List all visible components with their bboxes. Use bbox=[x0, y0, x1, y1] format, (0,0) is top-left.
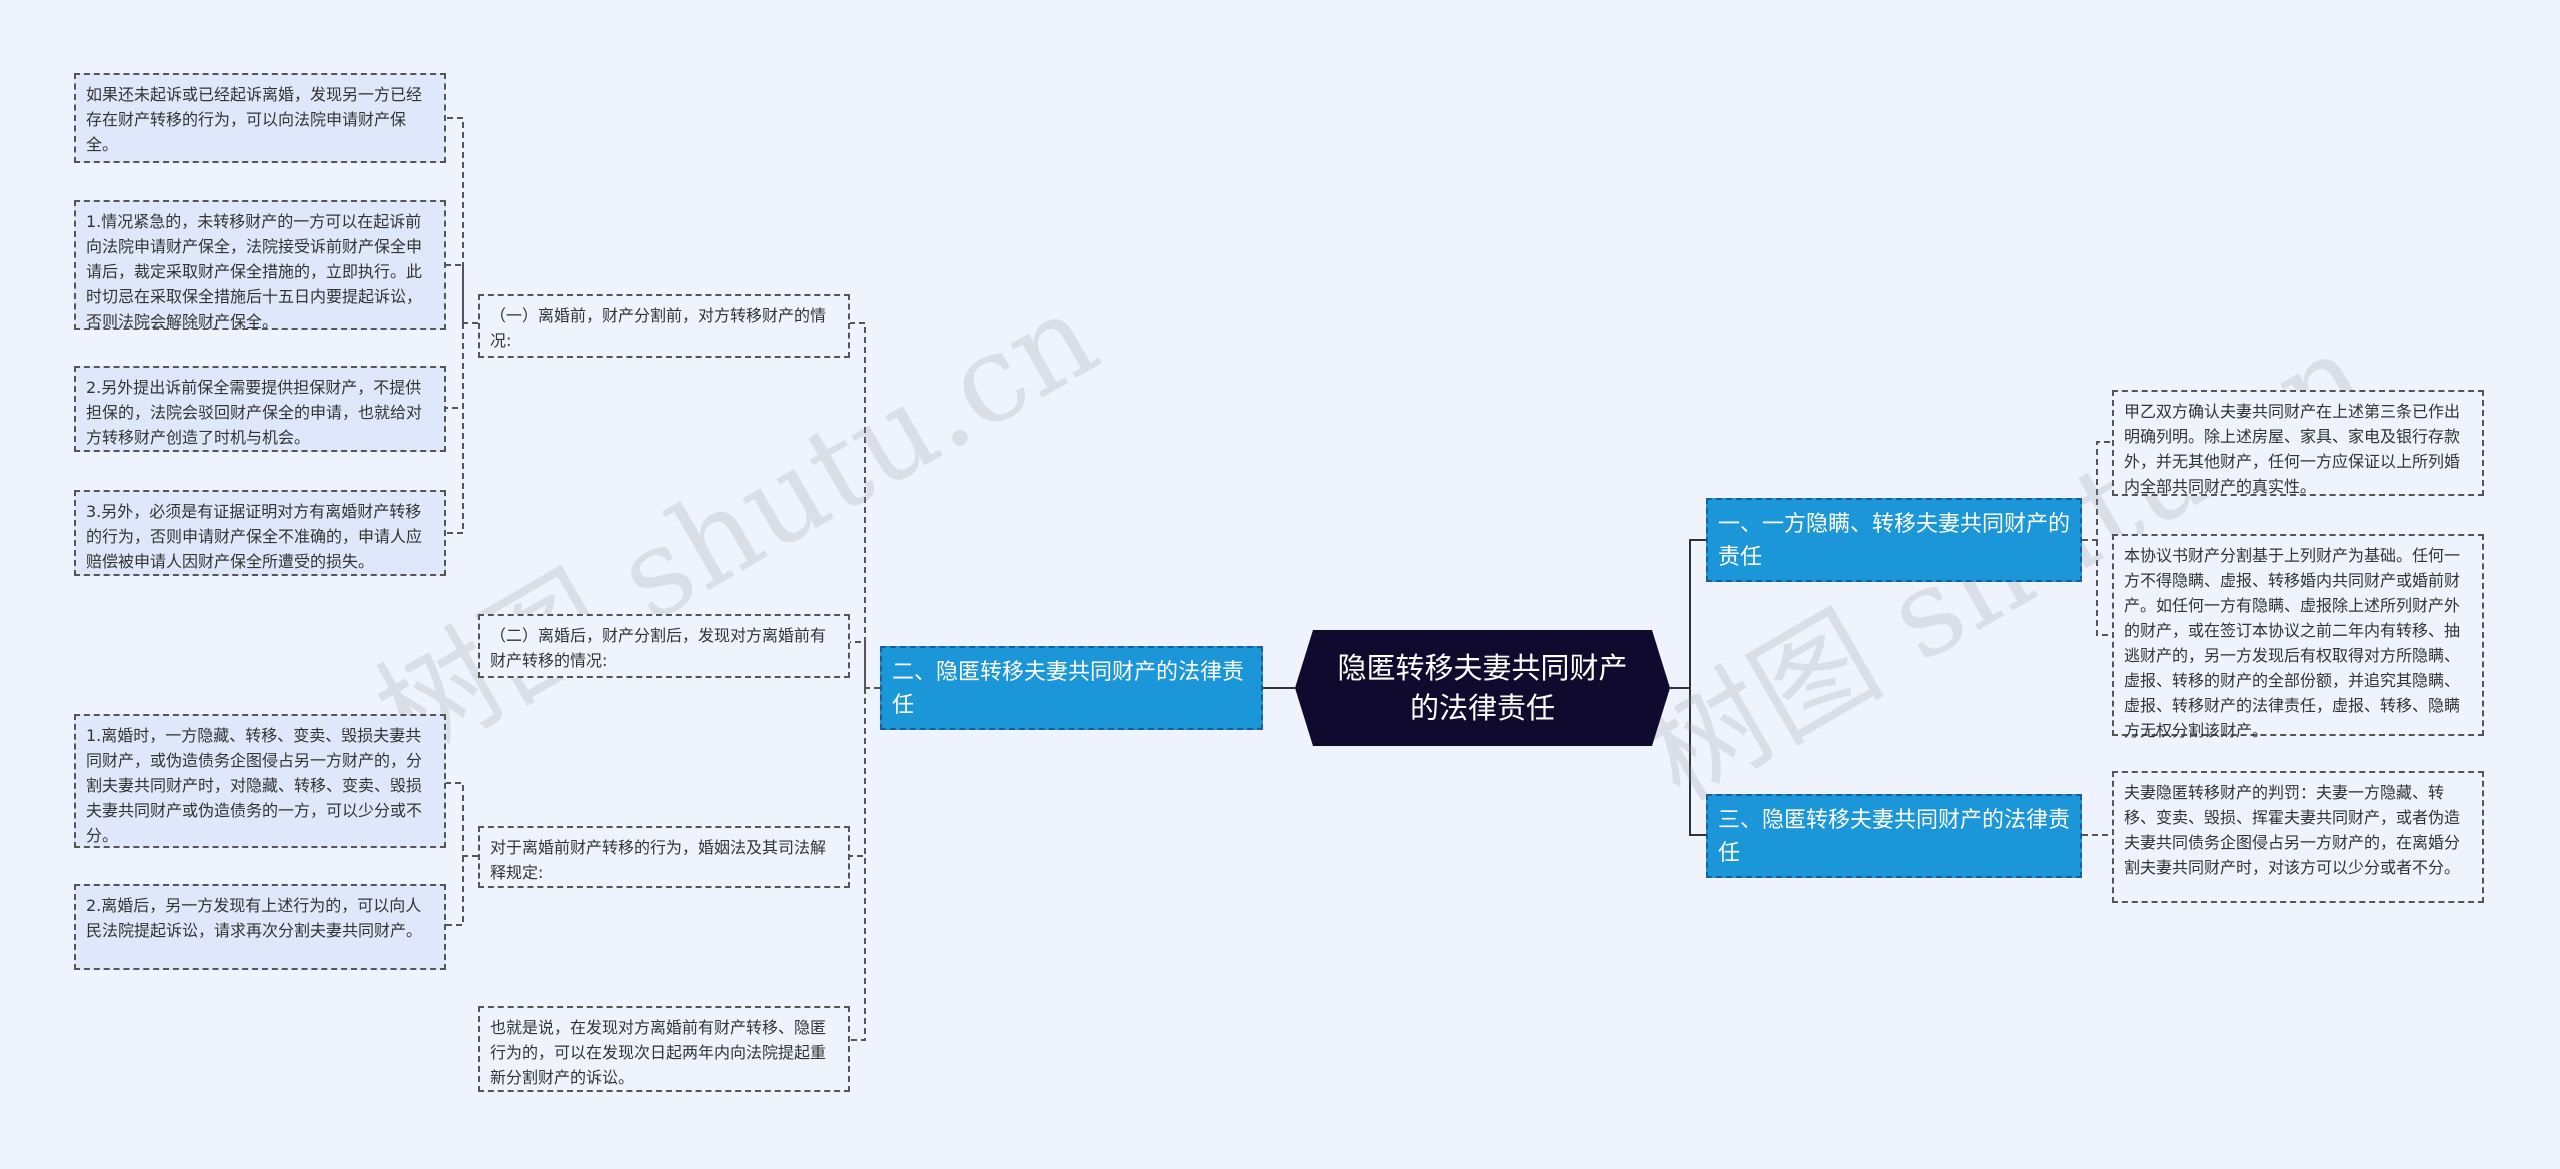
leaf-text: 1.情况紧急的，未转移财产的一方可以在起诉前向法院申请财产保全，法院接受诉前财产… bbox=[86, 212, 423, 331]
sub-after-divorce[interactable]: （二）离婚后，财产分割后，发现对方离婚前有财产转移的情况: bbox=[478, 614, 850, 678]
leaf-text: 甲乙双方确认夫妻共同财产在上述第三条已作出明确列明。除上述房屋、家具、家电及银行… bbox=[2124, 402, 2461, 496]
sub-text: 对于离婚前财产转移的行为，婚姻法及其司法解释规定: bbox=[490, 838, 827, 882]
leaf-guarantee-requirement[interactable]: 2.另外提出诉前保全需要提供担保财产，不提供担保的，法院会驳回财产保全的申请，也… bbox=[74, 366, 446, 452]
leaf-text: 3.另外，必须是有证据证明对方有离婚财产转移的行为，否则申请财产保全不准确的，申… bbox=[86, 502, 423, 571]
sub-text: （一）离婚前，财产分割前，对方转移财产的情况: bbox=[490, 306, 827, 350]
leaf-agreement-clause[interactable]: 本协议书财产分割基于上列财产为基础。任何一方不得隐瞒、虚报、转移婚内共同财产或婚… bbox=[2112, 534, 2484, 740]
leaf-urgent-preservation[interactable]: 1.情况紧急的，未转移财产的一方可以在起诉前向法院申请财产保全，法院接受诉前财产… bbox=[74, 200, 446, 331]
leaf-text: 如果还未起诉或已经起诉离婚，发现另一方已经存在财产转移的行为，可以向法院申请财产… bbox=[86, 85, 423, 154]
branch-label: 一、一方隐瞒、转移夫妻共同财产的责任 bbox=[1718, 512, 2071, 570]
branch-legal-liability-left[interactable]: 二、隐匿转移夫妻共同财产的法律责任 bbox=[880, 646, 1263, 730]
root-topic-label: 隐匿转移夫妻共同财产的法律责任 bbox=[1337, 651, 1628, 725]
leaf-evidence-requirement[interactable]: 3.另外，必须是有证据证明对方有离婚财产转移的行为，否则申请财产保全不准确的，申… bbox=[74, 490, 446, 576]
sub-text: （二）离婚后，财产分割后，发现对方离婚前有财产转移的情况: bbox=[490, 626, 827, 670]
leaf-text: 夫妻隐匿转移财产的判罚：夫妻一方隐藏、转移、变卖、毁损、挥霍夫妻共同财产，或者伪… bbox=[2124, 783, 2461, 877]
sub-two-year-limit[interactable]: 也就是说，在发现对方离婚前有财产转移、隐匿行为的，可以在发现次日起两年内向法院提… bbox=[478, 1006, 850, 1092]
sub-before-divorce[interactable]: （一）离婚前，财产分割前，对方转移财产的情况: bbox=[478, 294, 850, 358]
branch-label: 二、隐匿转移夫妻共同财产的法律责任 bbox=[892, 660, 1245, 718]
branch-label: 三、隐匿转移夫妻共同财产的法律责任 bbox=[1718, 808, 2071, 866]
branch-legal-liability-right[interactable]: 三、隐匿转移夫妻共同财产的法律责任 bbox=[1706, 794, 2082, 878]
leaf-text: 2.另外提出诉前保全需要提供担保财产，不提供担保的，法院会驳回财产保全的申请，也… bbox=[86, 378, 423, 447]
root-topic[interactable]: 隐匿转移夫妻共同财产的法律责任 bbox=[1295, 630, 1670, 746]
branch-concealment-responsibility[interactable]: 一、一方隐瞒、转移夫妻共同财产的责任 bbox=[1706, 498, 2082, 582]
leaf-text: 2.离婚后，另一方发现有上述行为的，可以向人民法院提起诉讼，请求再次分割夫妻共同… bbox=[86, 896, 423, 940]
leaf-divorce-division[interactable]: 1.离婚时，一方隐藏、转移、变卖、毁损夫妻共同财产，或伪造债务企图侵占另一方财产… bbox=[74, 714, 446, 848]
leaf-text: 1.离婚时，一方隐藏、转移、变卖、毁损夫妻共同财产，或伪造债务企图侵占另一方财产… bbox=[86, 726, 423, 845]
sub-legal-interpretation[interactable]: 对于离婚前财产转移的行为，婚姻法及其司法解释规定: bbox=[478, 826, 850, 888]
leaf-post-divorce-lawsuit[interactable]: 2.离婚后，另一方发现有上述行为的，可以向人民法院提起诉讼，请求再次分割夫妻共同… bbox=[74, 884, 446, 970]
leaf-penalty[interactable]: 夫妻隐匿转移财产的判罚：夫妻一方隐藏、转移、变卖、毁损、挥霍夫妻共同财产，或者伪… bbox=[2112, 771, 2484, 903]
leaf-property-preservation[interactable]: 如果还未起诉或已经起诉离婚，发现另一方已经存在财产转移的行为，可以向法院申请财产… bbox=[74, 73, 446, 163]
sub-text: 也就是说，在发现对方离婚前有财产转移、隐匿行为的，可以在发现次日起两年内向法院提… bbox=[490, 1018, 827, 1087]
leaf-property-confirmation[interactable]: 甲乙双方确认夫妻共同财产在上述第三条已作出明确列明。除上述房屋、家具、家电及银行… bbox=[2112, 390, 2484, 496]
leaf-text: 本协议书财产分割基于上列财产为基础。任何一方不得隐瞒、虚报、转移婚内共同财产或婚… bbox=[2124, 546, 2461, 740]
